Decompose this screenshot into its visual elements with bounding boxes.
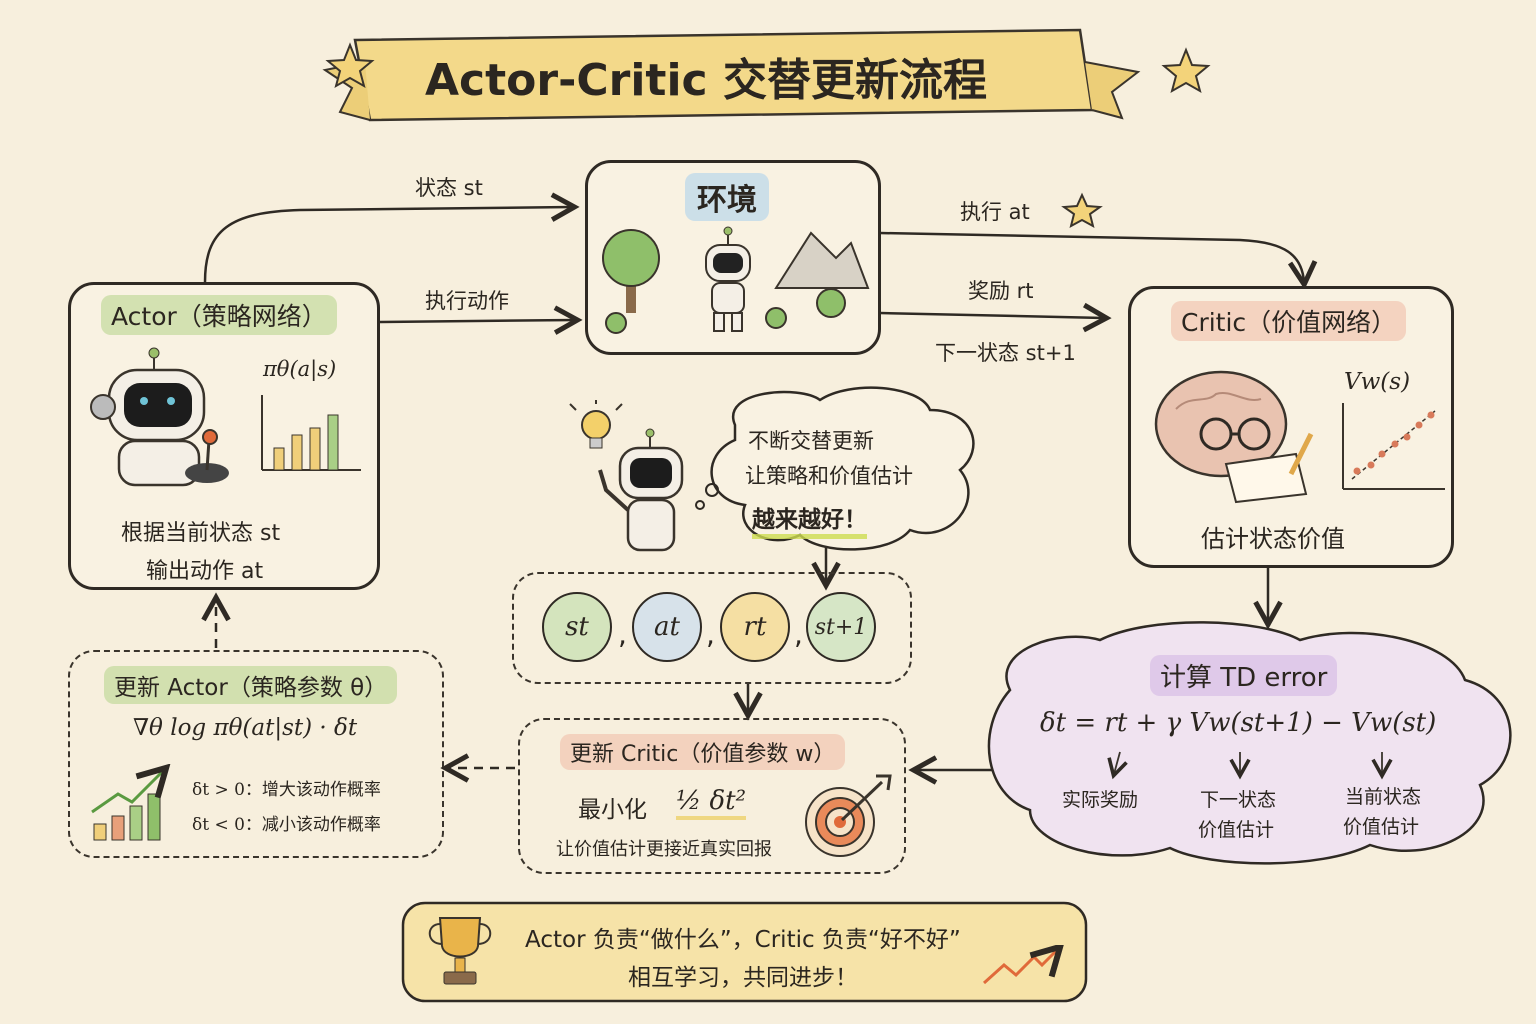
actor-title: Actor（策略网络） <box>101 295 337 335</box>
thought-line3: 越来越好！ <box>752 500 867 539</box>
actor-box: Actor（策略网络） πθ(a|s) 根据当前状态 st 输出动作 at <box>68 282 380 590</box>
rule-positive: δt > 0：增大该动作概率 <box>192 780 381 800</box>
td-note-next-value-1: 下一状态 <box>1200 789 1277 811</box>
trend-up-icon <box>982 945 1065 985</box>
update-critic-box <box>518 718 906 874</box>
actor-desc-line1: 根据当前状态 st <box>121 521 281 546</box>
td-formula: δt = rt + γ Vw(st+1) − Vw(st) <box>1040 708 1437 738</box>
page-title: Actor-Critic 交替更新流程 <box>425 55 987 106</box>
edge-label-reward: 奖励 rt <box>968 279 1034 303</box>
critic-box: Critic（价值网络） Vw(s) 估计状态价值 <box>1128 286 1454 568</box>
update-actor-box <box>68 650 444 858</box>
thinking-robot-illustration <box>569 400 684 552</box>
environment-illustration <box>602 226 870 334</box>
policy-bar-chart-icon <box>261 395 361 471</box>
update-critic-formula: ½ δt² <box>676 786 746 820</box>
td-note-current-value-2: 价值估计 <box>1343 816 1420 838</box>
td-note-current-value-1: 当前状态 <box>1345 786 1422 808</box>
edge-label-state: 状态 st <box>415 176 483 200</box>
transition-tuple-box <box>512 572 912 684</box>
policy-label: πθ(a|s) <box>263 357 337 381</box>
edge-label-action: 执行动作 <box>425 289 509 313</box>
thought-line1: 不断交替更新 <box>748 429 874 453</box>
robot-icon <box>705 226 751 332</box>
td-title: 计算 TD error <box>1150 655 1338 696</box>
summary-line2: 相互学习，共同进步！ <box>628 965 858 991</box>
tuple-comma: , <box>618 618 627 651</box>
target-icon <box>805 774 892 857</box>
environment-box: 环境 <box>585 160 881 355</box>
value-scatter-icon <box>1342 403 1445 490</box>
thought-line2: 让策略和价值估计 <box>745 464 913 488</box>
td-note-arrows <box>1100 751 1400 780</box>
environment-title: 环境 <box>685 173 769 221</box>
minimize-label: 最小化 <box>578 797 647 823</box>
update-actor-title: 更新 Actor（策略参数 θ） <box>104 666 398 704</box>
td-note-actual-reward: 实际奖励 <box>1062 789 1139 811</box>
bush-icon <box>605 288 846 334</box>
tuple-next-state: st+1 <box>806 592 876 662</box>
growth-chart-icon <box>91 764 178 841</box>
tuple-comma: , <box>706 618 715 651</box>
rule-negative: δt < 0：减小该动作概率 <box>192 815 381 835</box>
update-critic-title: 更新 Critic（价值参数 w） <box>560 734 846 770</box>
critic-desc: 估计状态价值 <box>1201 525 1345 553</box>
lightbulb-icon <box>569 400 623 449</box>
mountain-icon <box>774 231 870 289</box>
value-label: Vw(s) <box>1344 369 1411 395</box>
tuple-comma: , <box>794 618 803 651</box>
critic-title: Critic（价值网络） <box>1171 301 1407 341</box>
edge-label-execute: 执行 at <box>960 200 1030 224</box>
brain-writing-illustration <box>1154 370 1314 504</box>
trophy-icon <box>428 917 492 985</box>
update-actor-formula: ∇θ log πθ(at|st) · δt <box>133 715 358 741</box>
tuple-reward: rt <box>720 592 790 662</box>
robot-joystick-illustration <box>90 347 229 487</box>
actor-desc-line2: 输出动作 at <box>146 559 264 584</box>
td-note-next-value-2: 价值估计 <box>1198 819 1275 841</box>
tuple-action: at <box>632 592 702 662</box>
update-critic-desc: 让价值估计更接近真实回报 <box>556 839 772 860</box>
summary-line1: Actor 负责“做什么”，Critic 负责“好不好” <box>525 927 961 953</box>
tree-icon <box>602 229 660 313</box>
tuple-state: st <box>542 592 612 662</box>
edge-label-next-state: 下一状态 st+1 <box>935 341 1076 365</box>
